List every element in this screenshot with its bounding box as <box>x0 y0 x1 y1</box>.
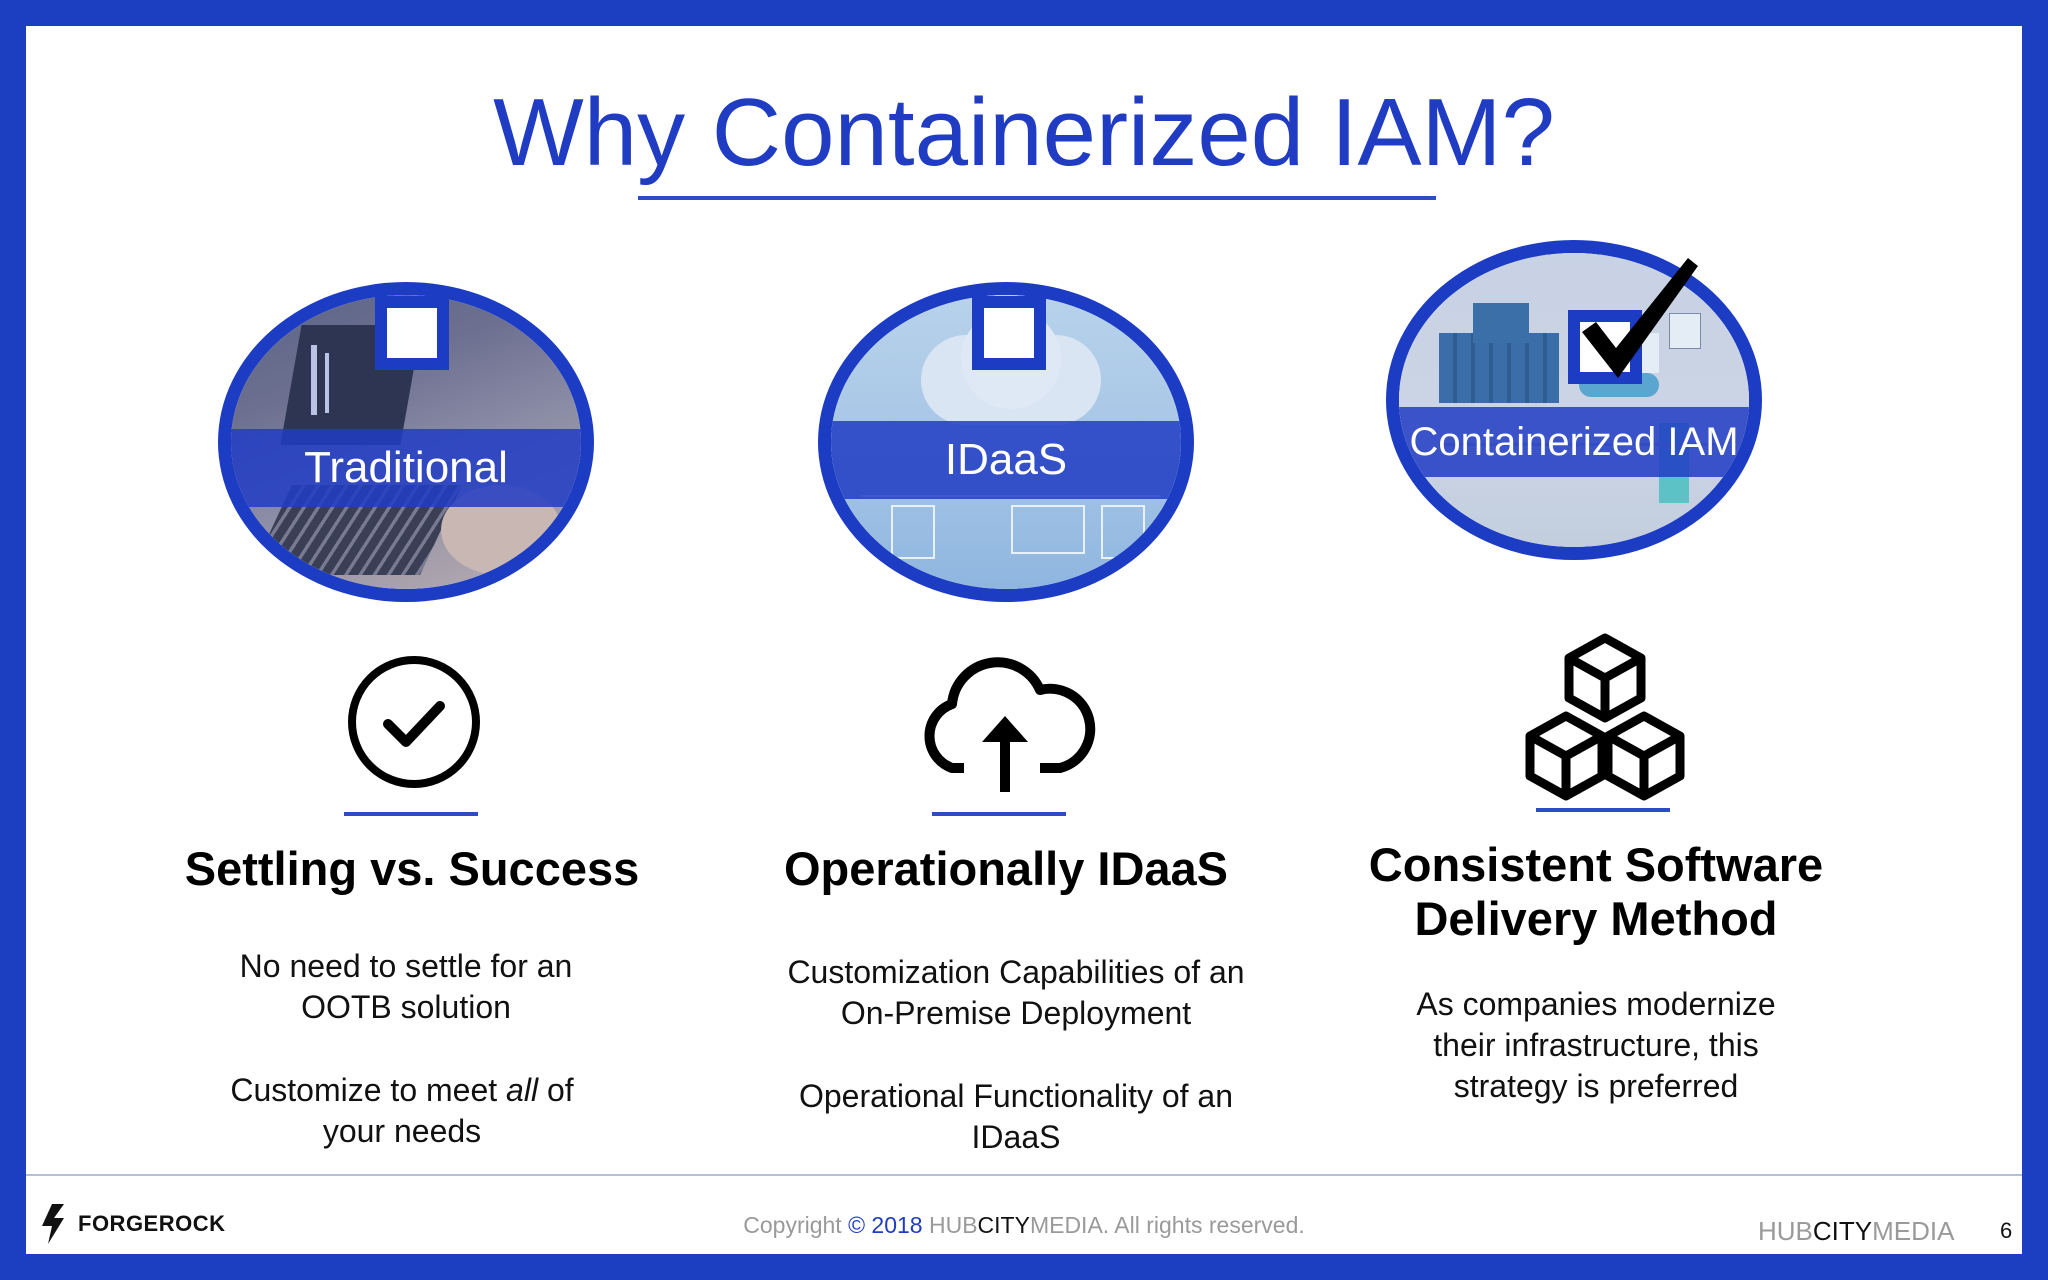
traditional-checkbox <box>375 296 449 370</box>
containerized-icon-rule <box>1536 808 1670 812</box>
traditional-circle: Traditional <box>218 282 594 602</box>
heading-consistent-1: Consistent Software <box>1368 838 1824 891</box>
idaas-checkbox <box>972 296 1046 370</box>
cubes-icon <box>1525 633 1685 801</box>
copyright-text: Copyright © 2018 HUBCITYMEDIA. All right… <box>743 1212 1305 1238</box>
heading-consistent-2: Delivery Method <box>1414 892 1778 945</box>
cloud-upload-icon <box>924 657 1096 792</box>
idaas-band: IDaaS <box>831 421 1181 499</box>
footer-divider <box>26 1174 2022 1176</box>
checkmark-icon <box>1582 258 1698 378</box>
heading-settling: Settling vs. Success <box>184 842 640 895</box>
containerized-band: Containerized IAM <box>1399 407 1749 477</box>
hubcitymedia-logo: HUBCITYMEDIA <box>1758 1216 1955 1246</box>
check-circle-icon <box>348 656 480 788</box>
traditional-icon-rule <box>344 812 478 816</box>
slide-title: Why Containerized IAM? <box>493 79 1555 186</box>
title-underline <box>638 196 1436 200</box>
forgerock-logo-text: FORGEROCK <box>78 1211 226 1236</box>
traditional-band: Traditional <box>231 429 581 507</box>
heading-operationally: Operationally IDaaS <box>783 842 1229 895</box>
para-consistent-1: As companies modernize their infrastruct… <box>1416 986 1776 1104</box>
para-settling-1: No need to settle for an OOTB solution <box>239 948 573 1025</box>
para-settling-2: Customize to meet all of your needs <box>230 1072 574 1149</box>
forgerock-logo-icon <box>42 1204 64 1244</box>
idaas-icon-rule <box>932 812 1066 816</box>
para-operationally-1: Customization Capabilities of an On-Prem… <box>787 954 1245 1031</box>
slide: Why Containerized IAM? Traditional Settl… <box>26 26 2022 1254</box>
page-number: 6 <box>2000 1218 2013 1243</box>
forgerock-logo: FORGEROCK <box>42 1204 226 1244</box>
para-operationally-2: Operational Functionality of an IDaaS <box>798 1078 1234 1155</box>
